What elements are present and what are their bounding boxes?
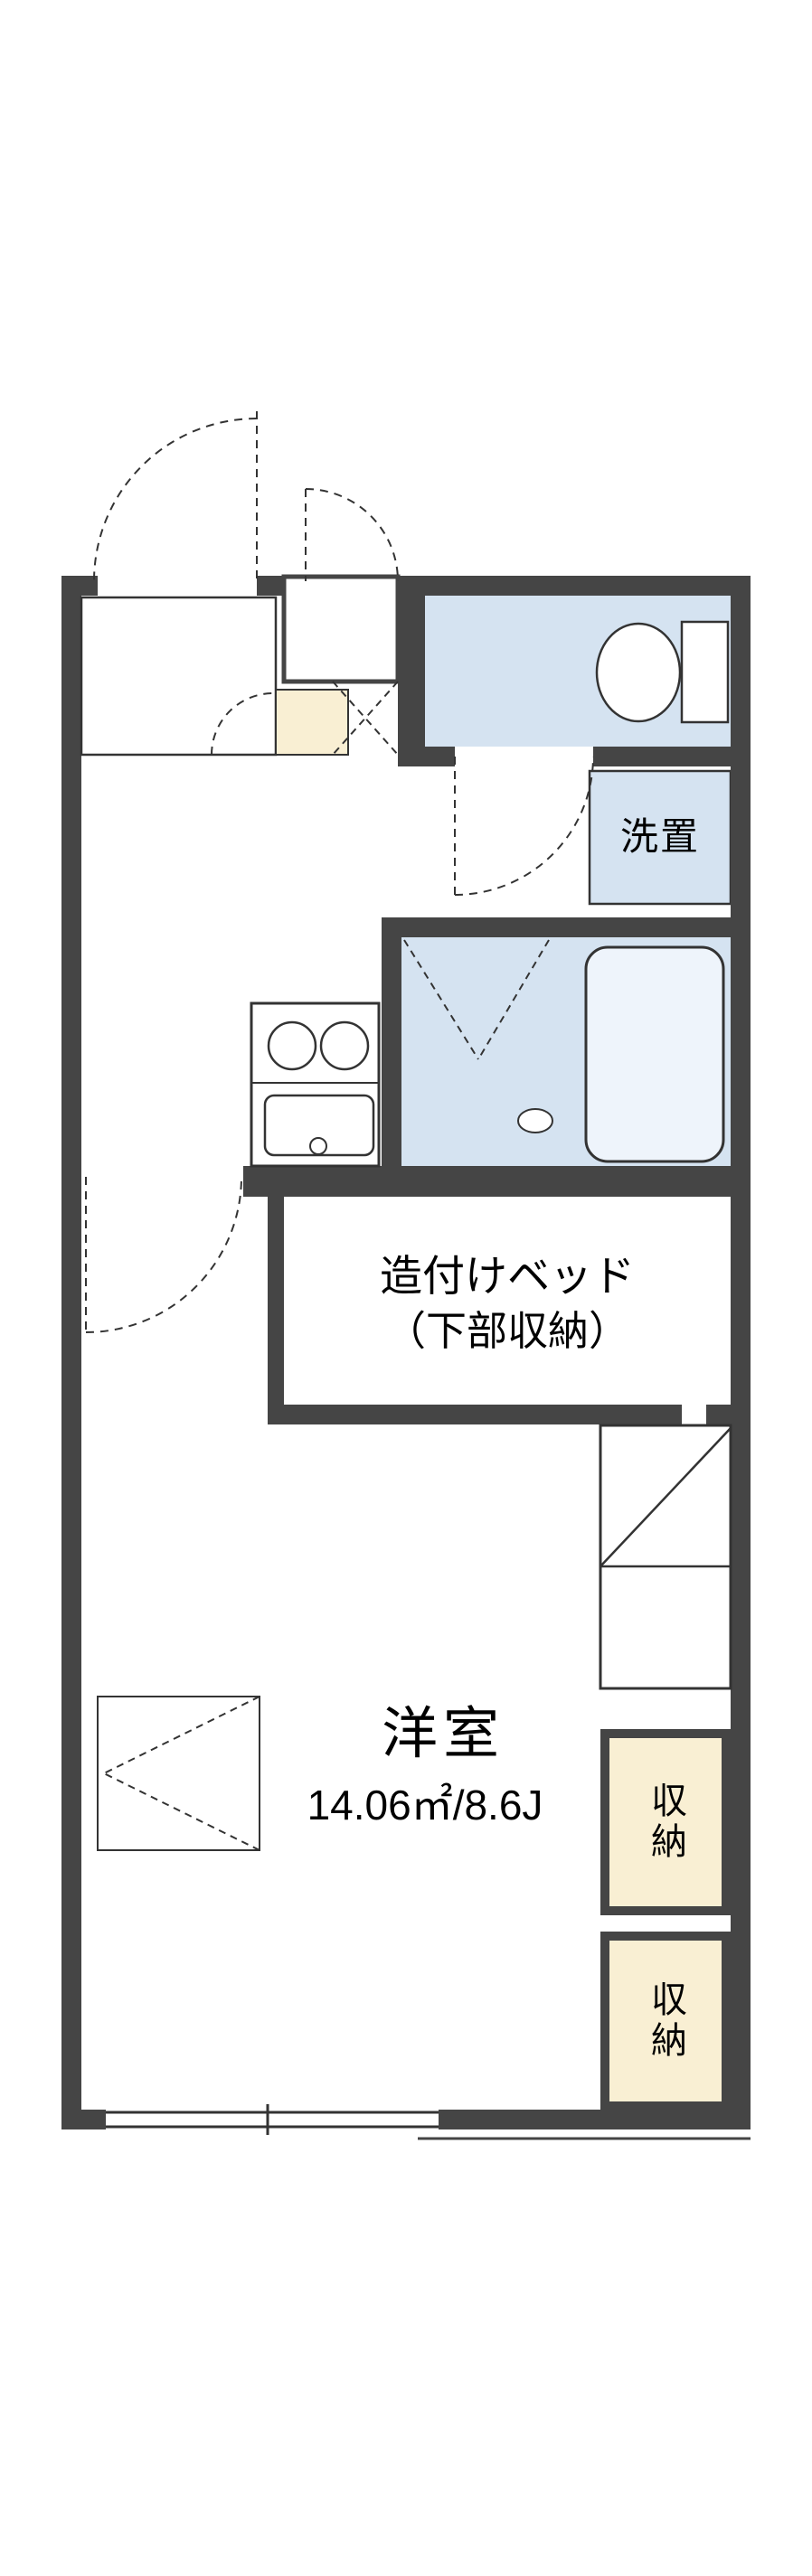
storage-label-bottom: 収納 <box>646 1980 685 2062</box>
wall-toilet-bottom-left <box>398 747 455 766</box>
entrance-closet <box>80 596 278 757</box>
built-in-bed-label: 造付けベッド （下部収納） <box>284 1227 731 1379</box>
stove-burner-left <box>267 1020 317 1071</box>
washer-label: 洗置 <box>619 815 700 859</box>
toilet-fixtures <box>595 620 730 724</box>
wall-bed-left <box>268 1197 284 1405</box>
built-in-bed-label-line2: （下部収納） <box>384 1308 629 1355</box>
sink-faucet <box>309 1137 327 1155</box>
windows <box>97 1696 751 2140</box>
wall-bottom-right <box>439 2110 751 2129</box>
storage-label-top: 収納 <box>646 1782 685 1863</box>
wall-bathroom-top <box>382 917 731 937</box>
entrance-fixtures <box>80 574 401 757</box>
built-in-bed-label-line1: 造付けベッド <box>380 1251 635 1300</box>
door-swings <box>85 411 594 1333</box>
walls <box>61 576 751 2129</box>
wall-bathroom-left <box>382 917 401 1185</box>
bedroom-door-arc <box>85 1176 242 1333</box>
bathtub <box>584 945 725 1163</box>
storage-box-bottom <box>600 1932 731 2111</box>
bath-door-fold-mark <box>403 939 550 1060</box>
kitchen-fixtures <box>250 1001 381 1168</box>
wall-bed-bottom-left <box>268 1405 682 1424</box>
wall-bedroom-top <box>243 1166 731 1197</box>
genkan-closet-door-arc <box>211 692 274 756</box>
washroom-door-arc <box>454 756 594 896</box>
outside-storage-door-arc <box>305 488 399 582</box>
meter-box <box>281 574 401 684</box>
kitchen-sink <box>263 1094 375 1157</box>
window-symbol-box <box>97 1696 260 1851</box>
wall-top-mid <box>257 576 284 596</box>
toilet-bowl <box>595 622 682 723</box>
window-symbol-arrow <box>103 1696 260 1851</box>
bath-drain <box>517 1108 553 1133</box>
wall-right <box>731 576 751 2129</box>
stove-burner-right <box>319 1020 370 1071</box>
entrance-door-arc <box>93 418 258 582</box>
wall-bed-bottom-right <box>706 1405 731 1424</box>
bathroom-fixtures <box>403 939 725 1163</box>
storage-box-top <box>600 1729 731 1915</box>
side-closet-diagonal <box>600 1427 732 1567</box>
wall-bottom-left-stub <box>61 2110 106 2129</box>
wall-top-right <box>398 576 751 596</box>
room-title: 洋室 <box>381 1703 505 1766</box>
wall-toilet-bottom-right <box>593 747 731 766</box>
storage-areas <box>599 1424 732 2111</box>
wall-entrance-toilet-divider <box>398 596 425 763</box>
genkan-mat <box>275 689 349 756</box>
washer-area-box <box>588 769 732 906</box>
entrance-x-mark <box>332 681 399 756</box>
toilet-tank <box>680 620 730 724</box>
room-area: 14.06㎡/8.6J <box>307 1781 543 1829</box>
wall-left <box>61 576 81 2129</box>
side-closet <box>599 1424 732 1690</box>
